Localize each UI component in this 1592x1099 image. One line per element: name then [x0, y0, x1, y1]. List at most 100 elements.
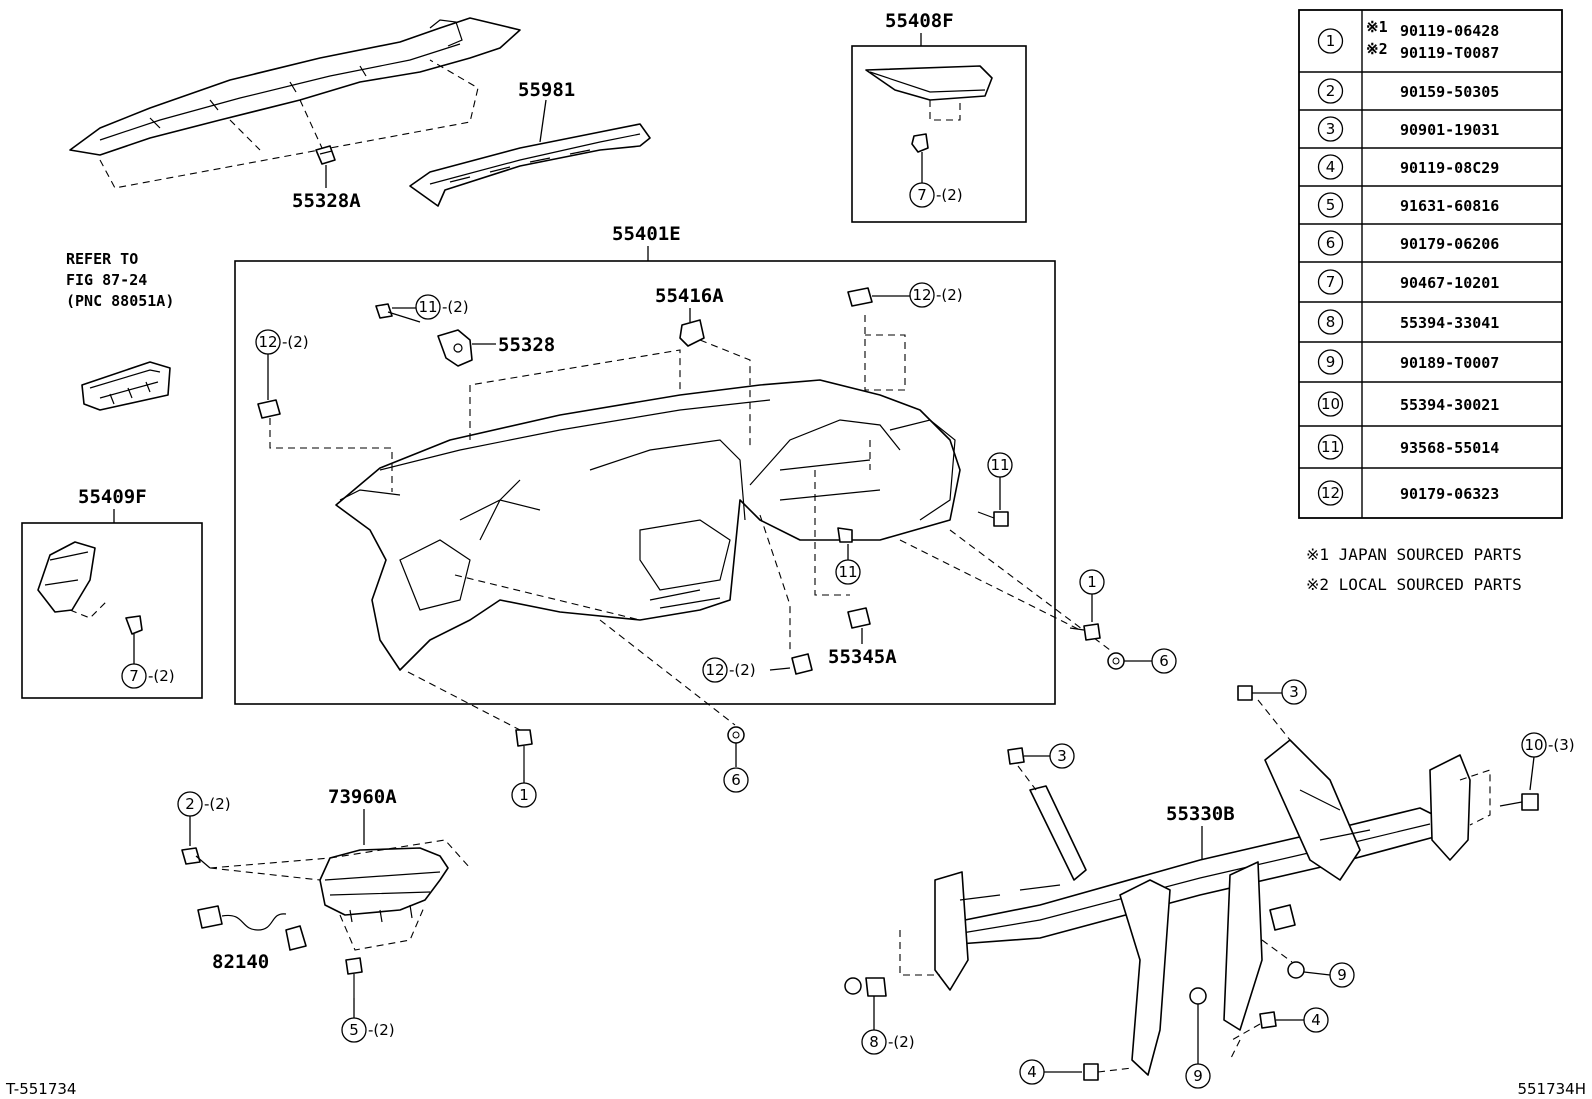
callout-5: 5 -(2) — [341, 1017, 395, 1043]
bolt-5 — [345, 957, 363, 998]
label-55328A: 55328A — [292, 190, 361, 212]
callout-9-lower: 9 — [1185, 1063, 1211, 1089]
legend-callout-number: 11 — [1321, 438, 1340, 456]
leader-12-bottom — [769, 667, 791, 671]
svg-text:9: 9 — [1337, 966, 1347, 984]
bolt-11-center — [837, 527, 853, 543]
inset-box-55401E — [234, 260, 1056, 705]
legend-callout-circle — [1317, 28, 1344, 54]
bracket-55416A — [679, 319, 705, 347]
legend-callout-circle — [1317, 480, 1344, 506]
svg-text:11: 11 — [990, 456, 1009, 474]
legend-callout-number: 4 — [1326, 158, 1336, 176]
callout-4-right: 4 — [1303, 1007, 1329, 1033]
clip-55345A — [847, 607, 871, 629]
label-55981: 55981 — [518, 79, 575, 101]
bolt-3-mid — [1007, 747, 1037, 791]
label-73960A: 73960A — [328, 786, 397, 808]
svg-text:3: 3 — [1057, 747, 1067, 765]
legend-row: 6 90179-06206 — [1299, 223, 1562, 256]
legend-callout-number: 10 — [1321, 395, 1340, 413]
callout-4-bottom: 4 — [1019, 1059, 1045, 1085]
legend-callout-number: 6 — [1326, 234, 1336, 252]
dash-main-2 — [269, 418, 393, 492]
svg-text:2: 2 — [185, 795, 195, 813]
callout-6-bottom: 6 — [723, 767, 749, 793]
dash-main-7 — [454, 574, 641, 621]
legend-part-number: 90467-10201 — [1400, 274, 1499, 292]
legend-callout-circle — [1317, 116, 1344, 142]
legend-callout-circle — [1317, 269, 1344, 295]
legend-part-number: 90179-06206 — [1400, 235, 1499, 253]
legend-callout-circle — [1317, 154, 1344, 180]
refer-line2: FIG 87-24 — [66, 271, 147, 289]
svg-text:10: 10 — [1524, 736, 1543, 754]
legend-callout-circle — [1317, 230, 1344, 256]
callout-11-top: 11 -(2) — [415, 294, 469, 320]
bolt-10 — [1499, 793, 1539, 811]
callout-2: 2 -(2) — [177, 791, 231, 817]
svg-text:-(2): -(2) — [442, 298, 469, 316]
legend-part-number: 90189-T0007 — [1400, 354, 1499, 372]
callout-1-right: 1 — [1079, 569, 1105, 595]
svg-text:7: 7 — [917, 186, 927, 204]
svg-text:12: 12 — [705, 661, 724, 679]
label-82140: 82140 — [212, 951, 269, 973]
nut-9-upper — [1287, 961, 1305, 979]
refer-line3: (PNC 88051A) — [66, 292, 174, 310]
clip-12-bottom — [791, 653, 813, 675]
label-55345A: 55345A — [828, 646, 897, 668]
legend-part-number: 90901-19031 — [1400, 121, 1499, 139]
svg-text:-(2): -(2) — [936, 286, 963, 304]
label-55330B: 55330B — [1166, 803, 1235, 825]
svg-text:-(2): -(2) — [148, 667, 175, 685]
reinforcement-55330B — [899, 699, 1491, 1076]
figure-code-left: T-551734 — [5, 1080, 76, 1098]
callout-12-topright: 12 -(2) — [909, 282, 963, 308]
svg-text:5: 5 — [349, 1021, 359, 1039]
svg-text:11: 11 — [418, 298, 437, 316]
callout-7-upper: 7 -(2) — [909, 182, 963, 208]
inset-box-55408F — [851, 45, 1027, 223]
legend-part-number: 91631-60816 — [1400, 197, 1499, 215]
svg-text:9: 9 — [1193, 1067, 1203, 1085]
bolt-1-right — [1069, 623, 1101, 641]
nut-6-bottom — [727, 726, 745, 744]
legend-callout-circle — [1317, 309, 1344, 335]
svg-text:3: 3 — [1289, 683, 1299, 701]
svg-text:12: 12 — [912, 286, 931, 304]
cover-55409F — [37, 541, 109, 619]
legend-callout-number: 1 — [1326, 32, 1336, 50]
dash-to-nut-6 — [599, 619, 736, 726]
instrument-panel — [335, 379, 961, 671]
clip-7-lower — [125, 615, 143, 635]
inset-box-55409F — [21, 522, 203, 699]
callout-11-right: 11 — [987, 452, 1013, 478]
bolt-11-top — [375, 303, 421, 323]
callout-1-bottom: 1 — [511, 782, 537, 808]
defroster-panel — [69, 17, 521, 189]
svg-text:12: 12 — [258, 333, 277, 351]
clip-55328A — [315, 145, 336, 165]
svg-text:-(2): -(2) — [888, 1033, 915, 1051]
legend-callout-number: 2 — [1326, 82, 1336, 100]
dash-main-3 — [699, 339, 751, 450]
legend-callout-circle — [1317, 391, 1344, 417]
legend-callout-number: 9 — [1326, 353, 1336, 371]
svg-text:-(2): -(2) — [282, 333, 309, 351]
legend-part-number: 90119-T0087 — [1400, 44, 1499, 62]
refer-line1: REFER TO — [66, 250, 138, 268]
switch-assembly — [81, 361, 171, 411]
callout-3-mid: 3 — [1049, 743, 1075, 769]
svg-text:-(2): -(2) — [729, 661, 756, 679]
legend-part-number: 90179-06323 — [1400, 485, 1499, 503]
